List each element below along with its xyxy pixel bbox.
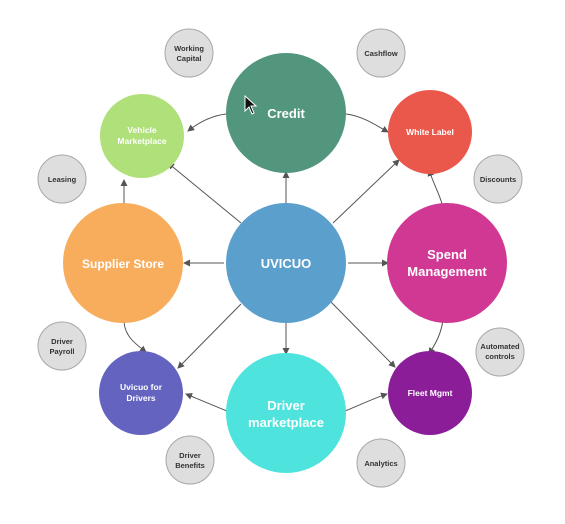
- node-cashflow-shape: [356, 28, 406, 78]
- node-spend-management-label-2: Management: [407, 264, 487, 279]
- node-leasing-label: Leasing: [48, 175, 77, 184]
- node-fleet-mgmt: Fleet Mgmt: [388, 351, 472, 435]
- node-white-label-shape: [388, 90, 472, 174]
- node-uvicuo-for-drivers: Uvicuo for Drivers: [99, 351, 183, 435]
- node-driver-marketplace-shape: [226, 353, 346, 473]
- edge-credit-vehicle-marketplace: [187, 113, 227, 132]
- node-driver-benefits-label-1: Driver: [179, 451, 201, 460]
- node-driver-benefits-label-2: Benefits: [175, 461, 205, 470]
- node-fleet-mgmt-label: Fleet Mgmt: [408, 388, 453, 398]
- node-discounts-shape: [473, 154, 523, 204]
- node-analytics: Analytics: [356, 438, 406, 488]
- edge-center-vehicle-marketplace: [167, 162, 242, 224]
- node-uvicuo-center-shape: [226, 203, 346, 323]
- edge-driver-marketplace-uvicuo-for-drivers: [185, 393, 228, 412]
- node-supplier-store-shape: [63, 203, 183, 323]
- mouse-cursor-icon: [244, 95, 258, 115]
- node-driver-payroll-label-2: Payroll: [49, 347, 74, 356]
- node-working-capital-shape: [164, 28, 214, 78]
- node-spend-management-label-1: Spend: [427, 247, 467, 262]
- node-analytics-shape: [356, 438, 406, 488]
- node-credit: Credit: [226, 53, 346, 173]
- node-vehicle-marketplace: Vehicle Marketplace: [100, 94, 184, 178]
- node-uvicuo-for-drivers-label-2: Drivers: [126, 393, 156, 403]
- node-automated-controls: Automated controls: [475, 327, 525, 377]
- edge-center-white-label: [332, 159, 400, 224]
- node-driver-payroll-label-1: Driver: [51, 337, 73, 346]
- node-white-label-label: White Label: [406, 127, 454, 137]
- node-uvicuo-for-drivers-label-1: Uvicuo for: [120, 382, 163, 392]
- node-supplier-store-label: Supplier Store: [82, 257, 164, 271]
- node-vehicle-marketplace-shape: [100, 94, 184, 178]
- edge-spend-white-label: [427, 169, 444, 208]
- node-driver-marketplace-label-2: marketplace: [248, 415, 324, 430]
- node-driver-marketplace-label-1: Driver: [267, 398, 305, 413]
- node-analytics-label: Analytics: [364, 459, 397, 468]
- node-working-capital-label-1: Working: [174, 44, 204, 53]
- node-cashflow-label: Cashflow: [364, 49, 398, 58]
- node-working-capital: Working Capital: [164, 28, 214, 78]
- node-credit-label: Credit: [267, 106, 305, 121]
- node-driver-payroll: Driver Payroll: [37, 321, 87, 371]
- node-spend-management: Spend Management: [387, 203, 507, 323]
- node-automated-controls-label-2: controls: [485, 352, 515, 361]
- edge-credit-white-label: [345, 113, 389, 133]
- edge-spend-fleet-mgmt: [428, 319, 444, 355]
- node-white-label: White Label: [388, 90, 472, 174]
- node-automated-controls-label-1: Automated: [480, 342, 520, 351]
- node-uvicuo-center-label: UVICUO: [261, 256, 312, 271]
- node-discounts-label: Discounts: [480, 175, 516, 184]
- node-uvicuo-for-drivers-shape: [99, 351, 183, 435]
- node-driver-benefits-shape: [165, 435, 215, 485]
- node-leasing-shape: [37, 154, 87, 204]
- node-supplier-store: Supplier Store: [63, 203, 183, 323]
- node-uvicuo-center: UVICUO: [226, 203, 346, 323]
- node-spend-management-shape: [387, 203, 507, 323]
- node-cashflow: Cashflow: [356, 28, 406, 78]
- node-leasing: Leasing: [37, 154, 87, 204]
- node-discounts: Discounts: [473, 154, 523, 204]
- edge-driver-marketplace-fleet-mgmt: [344, 392, 388, 412]
- edge-center-uvicuo-for-drivers: [177, 303, 242, 369]
- node-vehicle-marketplace-label-2: Marketplace: [117, 136, 166, 146]
- node-credit-shape: [226, 53, 346, 173]
- node-driver-payroll-shape: [37, 321, 87, 371]
- node-fleet-mgmt-shape: [388, 351, 472, 435]
- node-driver-marketplace: Driver marketplace: [226, 353, 346, 473]
- node-automated-controls-shape: [475, 327, 525, 377]
- edge-center-fleet-mgmt: [330, 301, 396, 368]
- edge-supplier-uvicuo-for-drivers: [123, 319, 147, 353]
- node-vehicle-marketplace-label-1: Vehicle: [127, 125, 157, 135]
- node-driver-benefits: Driver Benefits: [165, 435, 215, 485]
- node-working-capital-label-2: Capital: [176, 54, 201, 63]
